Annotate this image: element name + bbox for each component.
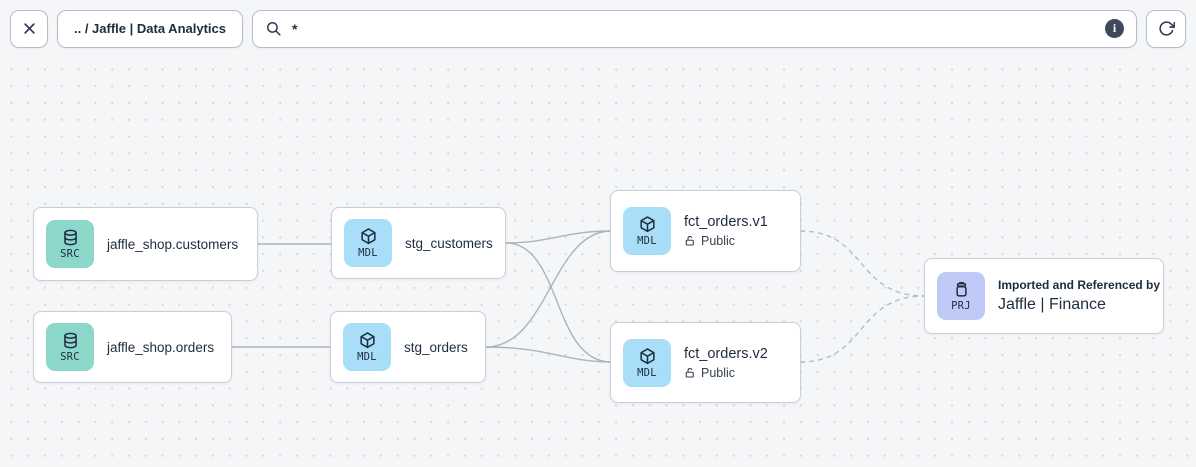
project-badge: PRJ xyxy=(937,272,985,320)
access-label: Public xyxy=(701,365,736,380)
unlock-icon xyxy=(684,235,696,247)
source-badge: SRC xyxy=(46,220,94,268)
package-icon xyxy=(358,331,377,350)
badge-label: PRJ xyxy=(951,300,971,312)
badge-label: SRC xyxy=(60,248,80,260)
access-row: Public xyxy=(684,234,768,248)
package-icon xyxy=(359,227,378,246)
source-badge: SRC xyxy=(46,323,94,371)
access-row: Public xyxy=(684,366,768,380)
node-title: fct_orders.v2 xyxy=(684,345,768,362)
unlock-icon xyxy=(684,367,696,379)
model-badge: MDL xyxy=(623,207,671,255)
search-input[interactable] xyxy=(292,20,1095,37)
close-icon xyxy=(22,21,37,36)
close-button[interactable] xyxy=(10,9,48,48)
node-title: stg_orders xyxy=(404,339,468,355)
database-icon xyxy=(61,331,80,350)
node-title: stg_customers xyxy=(405,235,493,251)
project-jar-icon xyxy=(952,280,971,299)
model-badge: MDL xyxy=(344,219,392,267)
refresh-icon xyxy=(1158,20,1175,37)
node-fct-orders-v1[interactable]: MDL fct_orders.v1 Public xyxy=(610,190,801,272)
refresh-button[interactable] xyxy=(1146,9,1186,48)
package-icon xyxy=(638,347,657,366)
model-badge: MDL xyxy=(623,338,671,387)
badge-label: MDL xyxy=(358,247,378,259)
node-project-jaffle-finance[interactable]: PRJ Imported and Referenced by Jaffle | … xyxy=(924,258,1164,334)
node-fct-orders-v2[interactable]: MDL fct_orders.v2 Public xyxy=(610,322,801,403)
model-badge: MDL xyxy=(343,323,391,371)
node-subtitle: Imported and Referenced by xyxy=(998,278,1161,292)
badge-label: MDL xyxy=(357,351,377,363)
node-title: jaffle_shop.orders xyxy=(107,339,215,355)
badge-label: SRC xyxy=(60,351,80,363)
badge-label: MDL xyxy=(637,235,657,247)
search-icon xyxy=(265,20,282,37)
database-icon xyxy=(61,228,80,247)
package-icon xyxy=(638,215,657,234)
breadcrumb-button[interactable]: .. / Jaffle | Data Analytics xyxy=(57,9,243,48)
toolbar: .. / Jaffle | Data Analytics i xyxy=(0,0,1196,57)
info-icon[interactable]: i xyxy=(1105,19,1124,38)
node-stg-customers[interactable]: MDL stg_customers xyxy=(331,207,506,279)
badge-label: MDL xyxy=(637,366,657,379)
node-jaffle-shop-orders[interactable]: SRC jaffle_shop.orders xyxy=(33,311,232,383)
node-title: fct_orders.v1 xyxy=(684,214,768,230)
access-label: Public xyxy=(701,234,736,248)
node-title: Jaffle | Finance xyxy=(998,296,1106,313)
node-stg-orders[interactable]: MDL stg_orders xyxy=(330,311,486,383)
node-jaffle-shop-customers[interactable]: SRC jaffle_shop.customers xyxy=(33,207,258,281)
node-title: jaffle_shop.customers xyxy=(107,236,239,252)
search-box[interactable]: i xyxy=(252,9,1137,48)
